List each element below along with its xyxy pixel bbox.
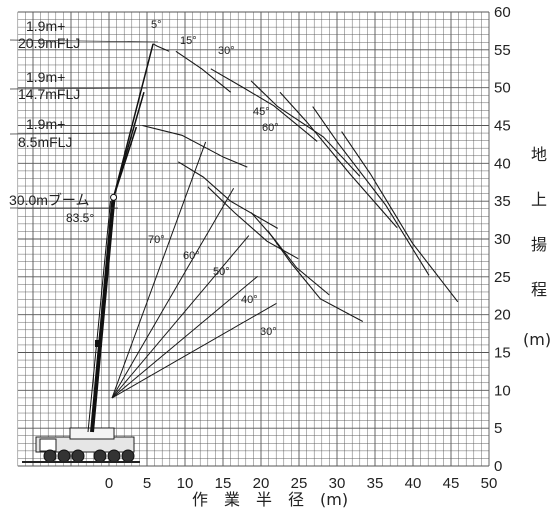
config-14-7-line1: 1.9m+ [26,69,65,85]
y-tick-label: 55 [494,42,511,59]
crane-wheel [93,449,107,463]
x-tick-label: 35 [367,475,384,492]
load-curve [312,106,430,276]
config-20-9-leader [9,39,159,43]
x-tick-labels: 0 5 10 15 20 25 30 35 40 45 50 [105,475,498,492]
y-tick-label: 30 [494,231,511,248]
boom-angle-line [111,275,258,399]
boom-length-label: 30.0mブーム [9,192,90,208]
jib-offset-5: 5° [151,19,162,31]
load-curve [267,230,364,322]
y-tick-label: 15 [494,345,511,362]
crane-wheel [57,449,71,463]
x-tick-label: 50 [481,475,498,492]
boom-angle-30: 30° [260,326,277,338]
crane-wheel [43,449,57,463]
boom-angle-label: 83.5° [66,211,94,225]
load-curve [250,80,361,177]
x-tick-label: 40 [405,475,422,492]
x-tick-label: 45 [443,475,460,492]
config-14-7-leader [9,87,148,90]
boom-head [110,193,118,201]
y-tick-labels: 0 5 10 15 20 25 30 35 40 45 50 55 60 [494,4,511,475]
boom-angle-line [111,235,250,399]
y-axis-title-char-3: 揚 [531,235,547,254]
boom-angle-60: 60° [183,250,200,262]
jib-offset-30: 30° [218,45,235,57]
config-20-9-line2: 20.9mFLJ [18,35,80,51]
load-curve [142,124,248,168]
x-tick-label: 15 [215,475,232,492]
load-curve [152,43,170,52]
y-tick-label: 5 [494,420,502,437]
load-curve [341,131,459,303]
config-8-5-leader [9,132,135,135]
load-curve [250,212,330,296]
x-tick-label: 10 [177,475,194,492]
y-axis-title-char-2: 上 [531,190,547,209]
load-curves [111,43,459,399]
y-axis-title-char-1: 地 [531,145,547,164]
x-tick-label: 20 [253,475,270,492]
crane-cab [39,438,57,452]
crane-illustration [22,43,154,463]
config-20-9-line1: 1.9m+ [26,18,65,34]
y-tick-label: 35 [494,193,511,210]
x-axis-title: 作 業 半 径 (m) [192,490,348,509]
jib-offset-60: 60° [262,122,279,134]
y-axis-title: 地 上 揚 程 (m) [523,145,551,349]
load-curve [177,161,278,229]
boom-angle-labels: 70° 60° 50° 40° 30° [148,234,277,338]
load-curve [175,50,231,93]
y-tick-label: 60 [494,4,511,21]
load-curve [210,68,318,142]
load-curve [207,186,299,260]
grid [17,11,490,467]
boom-angle-line [111,187,235,399]
config-annotations: 1.9m+ 20.9mFLJ 1.9m+ 14.7mFLJ 1.9m+ 8.5m… [9,18,159,225]
boom-angle-line [111,302,277,399]
y-tick-label: 10 [494,382,511,399]
boom-edge [87,201,112,433]
config-8-5-line2: 8.5mFLJ [18,134,72,150]
boom-angle-70: 70° [148,234,165,246]
x-tick-label: 25 [291,475,308,492]
config-14-7-line2: 14.7mFLJ [18,86,80,102]
y-tick-label: 20 [494,307,511,324]
y-tick-label: 40 [494,155,511,172]
config-8-5-line1: 1.9m+ [26,116,65,132]
jib-offset-labels: 5° 15° 30° 45° 60° [151,19,279,134]
y-axis-title-char-4: 程 [531,280,547,299]
boom-mark [95,340,102,347]
crane-wheel [107,449,121,463]
jib-8-5 [112,126,138,198]
jib-20-9 [112,43,154,198]
y-tick-label: 0 [494,458,502,475]
y-axis-title-unit: (m) [523,330,551,349]
boom-angle-line [111,141,207,399]
boom-main [90,197,116,433]
crane-wheel [71,449,85,463]
y-tick-label: 50 [494,80,511,97]
load-curve [279,91,398,228]
x-tick-label: 0 [105,475,113,492]
boom-angle-40: 40° [241,294,258,306]
boom-angle-50: 50° [213,266,230,278]
x-tick-label: 30 [329,475,346,492]
x-tick-label: 5 [143,475,151,492]
jib-offset-15: 15° [180,35,197,47]
y-tick-label: 25 [494,269,511,286]
y-tick-label: 45 [494,118,511,135]
jib-offset-45: 45° [253,106,270,118]
crane-wheel [121,449,135,463]
